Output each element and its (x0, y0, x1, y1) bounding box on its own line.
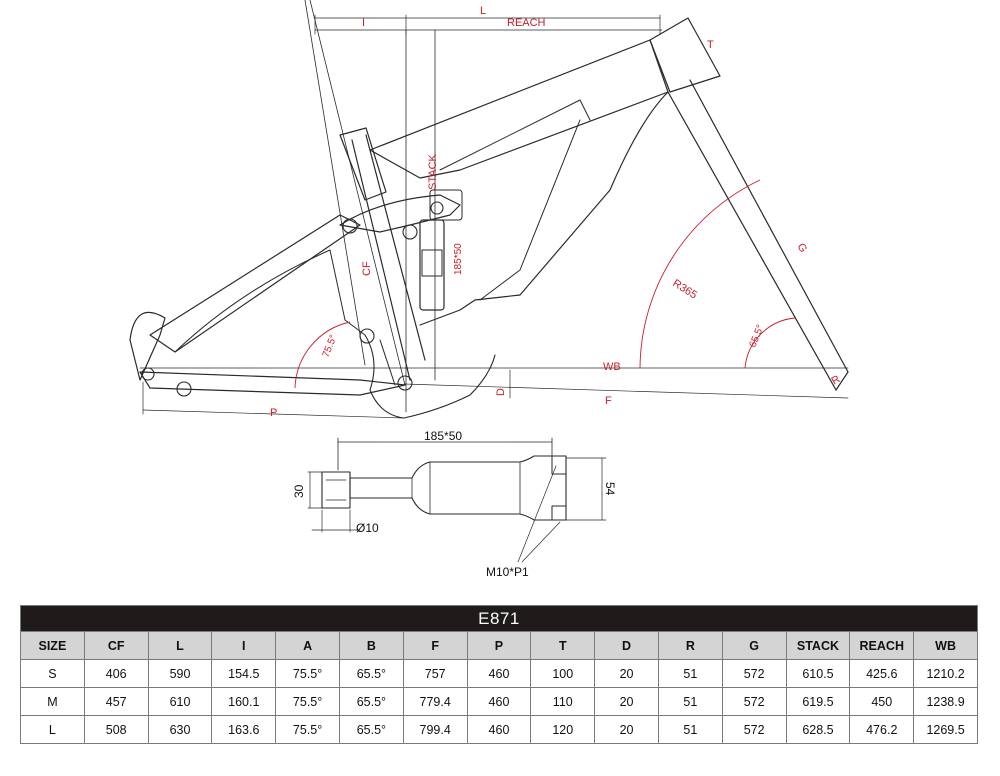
table-cell: 779.4 (402, 687, 468, 716)
table-cell: 1269.5 (913, 715, 978, 744)
table-cell: M (20, 687, 85, 716)
column-header-wb: WB (913, 631, 978, 660)
table-cell: 572 (721, 715, 787, 744)
table-cell: 425.6 (849, 659, 915, 688)
table-cell: 110 (530, 687, 596, 716)
table-cell: 65.5° (338, 659, 404, 688)
shock-detail-bolt-dia: Ø10 (356, 521, 379, 535)
column-header-cf: CF (83, 631, 149, 660)
table-cell: 457 (83, 687, 149, 716)
column-header-l: L (147, 631, 213, 660)
column-header-t: T (530, 631, 596, 660)
label-p: P (270, 407, 277, 419)
table-cell: 163.6 (211, 715, 277, 744)
table-cell: 476.2 (849, 715, 915, 744)
label-g: G (794, 241, 809, 255)
table-cell: 1210.2 (913, 659, 978, 688)
table-cell: 75.5° (275, 659, 340, 688)
table-cell: 51 (657, 715, 723, 744)
table-cell: 508 (83, 715, 149, 744)
label-l: L (480, 5, 486, 17)
label-wb: WB (603, 361, 621, 373)
table-cell: 51 (657, 659, 723, 688)
table-cell: 20 (594, 659, 659, 688)
table-cell: 75.5° (275, 687, 340, 716)
table-cell: 628.5 (785, 715, 851, 744)
table-cell: 20 (594, 715, 659, 744)
table-cell: 65.5° (338, 715, 404, 744)
table-cell: 460 (466, 687, 532, 716)
table-cell: 460 (466, 659, 532, 688)
table-cell: 406 (83, 659, 149, 688)
table-cell: 450 (849, 687, 915, 716)
column-header-r: R (657, 631, 723, 660)
label-cf: CF (361, 261, 373, 276)
table-cell: 120 (530, 715, 596, 744)
table-cell: 610 (147, 687, 213, 716)
table-cell: L (20, 715, 85, 744)
table-cell: 160.1 (211, 687, 277, 716)
column-header-g: G (721, 631, 787, 660)
table-cell: 65.5° (338, 687, 404, 716)
column-header-i: I (211, 631, 277, 660)
table-cell: 572 (721, 659, 787, 688)
shock-detail-width-30: 30 (292, 484, 306, 498)
table-cell: 1238.9 (913, 687, 978, 716)
column-header-b: B (338, 631, 404, 660)
table-title-row: E871 (20, 605, 978, 632)
column-header-size: SIZE (20, 631, 85, 660)
table-cell: 590 (147, 659, 213, 688)
table-cell: 154.5 (211, 659, 277, 688)
table-cell: 572 (721, 687, 787, 716)
table-cell: 619.5 (785, 687, 851, 716)
label-f: F (605, 395, 612, 407)
table-cell: 100 (530, 659, 596, 688)
label-d: D (495, 388, 507, 396)
table-title: E871 (20, 605, 978, 632)
label-reach: REACH (507, 17, 546, 29)
label-stack: STACK (427, 153, 439, 190)
table-cell: 757 (402, 659, 468, 688)
table-cell: 51 (657, 687, 723, 716)
column-header-stack: STACK (785, 631, 851, 660)
table-cell: 630 (147, 715, 213, 744)
label-r: R (830, 373, 843, 387)
table-cell: 75.5° (275, 715, 340, 744)
column-header-a: A (275, 631, 340, 660)
table-cell: 20 (594, 687, 659, 716)
shock-detail-width-54: 54 (603, 482, 617, 496)
shock-detail-thread: M10*P1 (486, 565, 529, 579)
column-header-f: F (402, 631, 468, 660)
column-header-d: D (594, 631, 659, 660)
label-shock-size: 185*50 (453, 243, 464, 275)
label-angle-a: 75.5° (321, 333, 340, 359)
table-cell: 799.4 (402, 715, 468, 744)
label-t: T (707, 39, 714, 51)
table-cell: 610.5 (785, 659, 851, 688)
table-cell: S (20, 659, 85, 688)
label-angle-b: 65.5° (748, 323, 767, 349)
frame-geometry-drawing: L I REACH T STACK 185*50 CF G R365 75.5°… (129, 0, 849, 579)
shock-detail-size: 185*50 (424, 429, 462, 443)
table-cell: 460 (466, 715, 532, 744)
label-r365: R365 (670, 277, 699, 301)
column-header-reach: REACH (849, 631, 915, 660)
column-header-p: P (466, 631, 532, 660)
label-i: I (362, 17, 365, 29)
